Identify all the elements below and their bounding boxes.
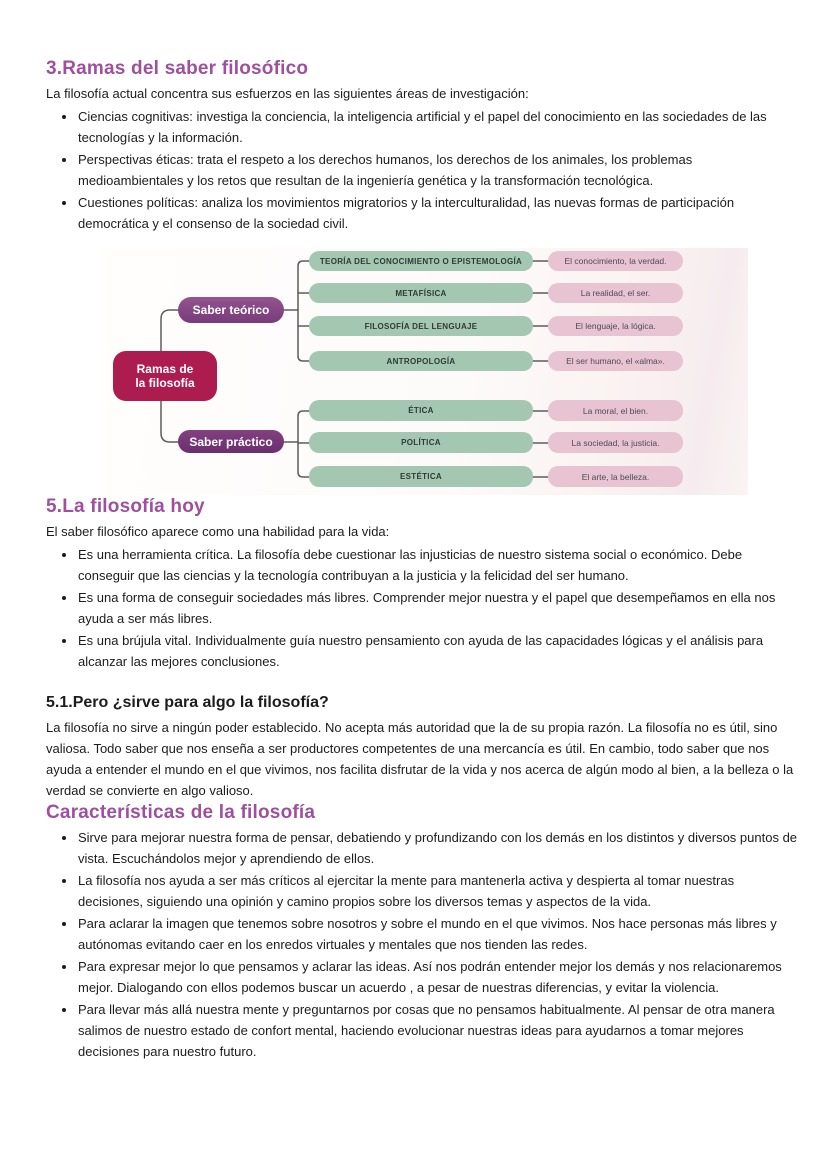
list-item: Es una forma de conseguir sociedades más… — [77, 587, 798, 629]
diagram-discipline-node: ESTÉTICA — [309, 466, 533, 487]
list-item: Es una herramienta crítica. La filosofía… — [77, 544, 798, 586]
subsection-heading-sirve: 5.1.Pero ¿sirve para algo la filosofía? — [46, 694, 329, 711]
list-item: Es una brújula vital. Individualmente gu… — [77, 630, 798, 672]
diagram-object-node: La moral, el bien. — [548, 400, 683, 421]
diagram-discipline-node: POLÍTICA — [309, 432, 533, 453]
list-item: Ciencias cognitivas: investiga la concie… — [77, 106, 798, 148]
diagram-object-node: La realidad, el ser. — [548, 283, 683, 303]
bullet-list-caracteristicas: Sirve para mejorar nuestra forma de pens… — [46, 827, 798, 1062]
branches-of-philosophy-diagram: Ramas de la filosofía Saber teórico Sabe… — [100, 248, 748, 495]
section-heading-caracteristicas: Características de la filosofía — [46, 802, 316, 823]
diagram-branch-saber-practico: Saber práctico — [178, 430, 284, 453]
diagram-discipline-node: METAFÍSICA — [309, 283, 533, 303]
section-heading-ramas: 3.Ramas del saber filosófico — [46, 58, 309, 79]
list-item: Sirve para mejorar nuestra forma de pens… — [77, 827, 798, 869]
diagram-object-node: El ser humano, el «alma». — [548, 351, 683, 371]
diagram-connector-lines — [160, 260, 549, 478]
diagram-discipline-node: TEORÍA DEL CONOCIMIENTO O EPISTEMOLOGÍA — [309, 251, 533, 271]
diagram-discipline-node: FILOSOFÍA DEL LENGUAJE — [309, 316, 533, 336]
list-item: Cuestiones políticas: analiza los movimi… — [77, 192, 798, 234]
intro-paragraph-ramas: La filosofía actual concentra sus esfuer… — [46, 86, 529, 101]
diagram-object-node: El conocimiento, la verdad. — [548, 251, 683, 271]
paragraph-sirve: La filosofía no sirve a ningún poder est… — [46, 720, 794, 798]
list-item: Para aclarar la imagen que tenemos sobre… — [77, 913, 798, 955]
diagram-branch-saber-teorico: Saber teórico — [178, 297, 284, 323]
diagram-discipline-node: ÉTICA — [309, 400, 533, 421]
bullet-list-hoy: Es una herramienta crítica. La filosofía… — [46, 544, 798, 672]
diagram-object-node: La sociedad, la justicia. — [548, 432, 683, 453]
intro-paragraph-hoy: El saber filosófico aparece como una hab… — [46, 524, 390, 539]
list-item: Para expresar mejor lo que pensamos y ac… — [77, 956, 798, 998]
diagram-object-node: El lenguaje, la lógica. — [548, 316, 683, 336]
diagram-discipline-node: ANTROPOLOGÍA — [309, 351, 533, 371]
list-item: La filosofía nos ayuda a ser más crítico… — [77, 870, 798, 912]
section-heading-hoy: 5.La filosofía hoy — [46, 496, 205, 517]
bullet-list-ramas: Ciencias cognitivas: investiga la concie… — [46, 106, 798, 234]
diagram-object-node: El arte, la belleza. — [548, 466, 683, 487]
list-item: Perspectivas éticas: trata el respeto a … — [77, 149, 798, 191]
diagram-root-node: Ramas de la filosofía — [113, 351, 217, 401]
list-item: Para llevar más allá nuestra mente y pre… — [77, 999, 798, 1062]
